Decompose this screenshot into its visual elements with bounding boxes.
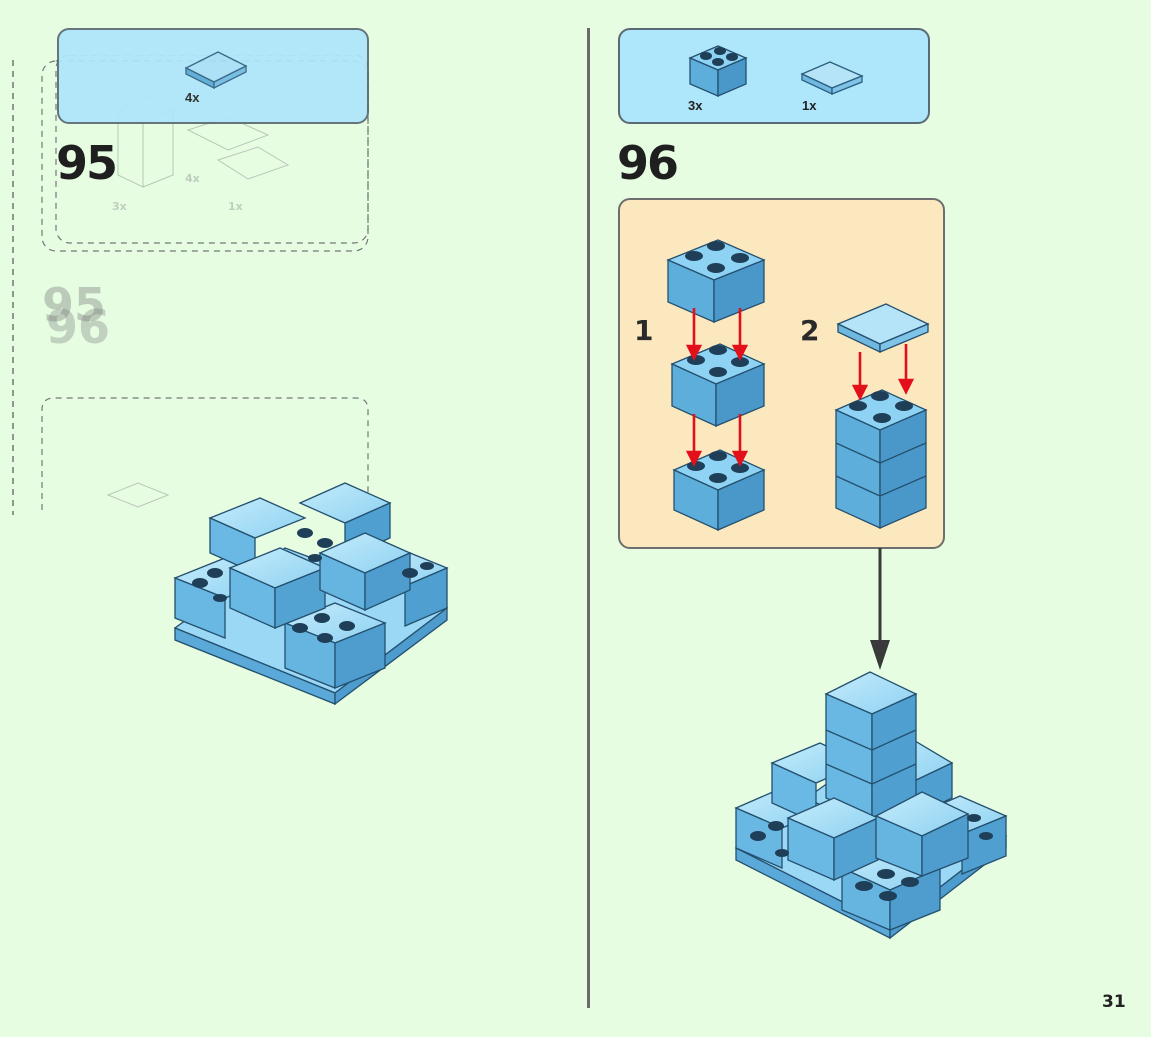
substep-2-illustration (834, 303, 930, 530)
brick-2x2-icon (688, 45, 748, 97)
page-divider (587, 28, 590, 1008)
tile-2x2-icon (184, 51, 248, 90)
step-number: 96 (617, 136, 679, 190)
arrow-down-icon (870, 548, 890, 670)
step-96-model (734, 671, 1008, 940)
parts-box-step-95: 4x (57, 28, 369, 124)
ghost-qty-4x: 4x (185, 172, 200, 185)
part-qty: 4x (185, 90, 200, 105)
left-dashed-edge (12, 60, 14, 515)
step-95-model (173, 482, 449, 706)
part-qty: 3x (688, 98, 703, 113)
substep-number-1: 1 (634, 314, 654, 347)
parts-box-step-96: 3x 1x (618, 28, 930, 124)
substep-number-2: 2 (800, 314, 820, 347)
tile-2x2-icon (800, 61, 864, 96)
ghost-step-95: 95 (42, 278, 107, 332)
substep-box: 1 2 (618, 198, 945, 549)
step-number: 95 (56, 136, 118, 190)
part-qty: 1x (802, 98, 817, 113)
substep-1-illustration (666, 239, 766, 532)
page-number: 31 (1102, 992, 1126, 1012)
ghost-qty-1x: 1x (228, 200, 243, 213)
ghost-step-96: 96 (46, 300, 111, 354)
ghost-qty-3x: 3x (112, 200, 127, 213)
